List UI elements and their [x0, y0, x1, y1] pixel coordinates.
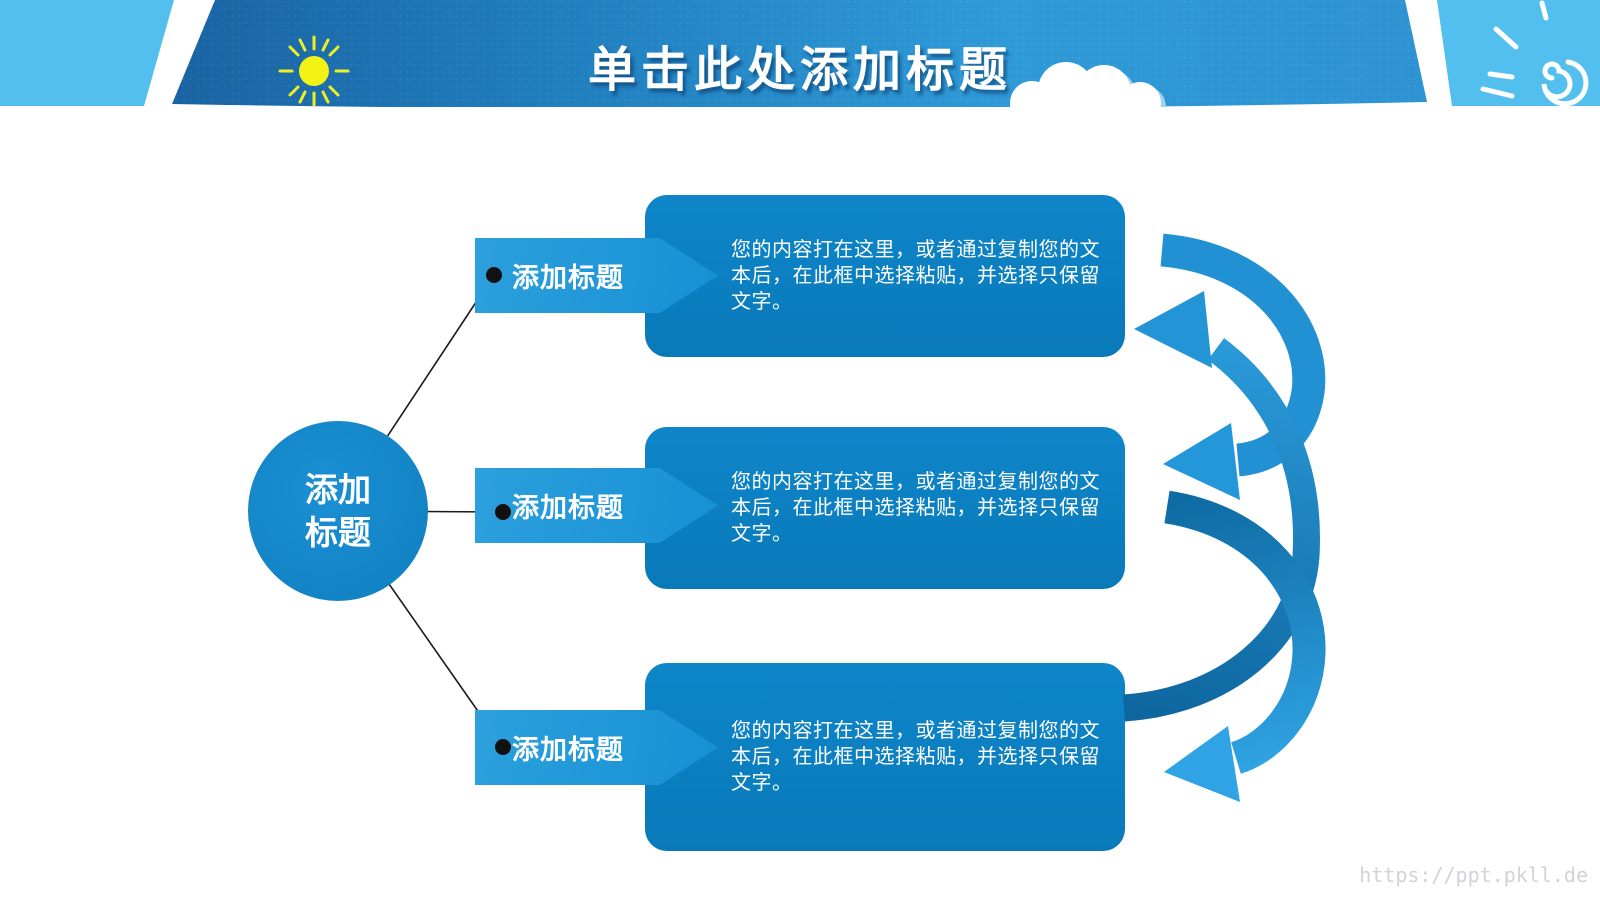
branch-label-2-text: 添加标题 [512, 493, 624, 523]
watermark-link[interactable]: https://ppt.pkll.de [1359, 863, 1588, 887]
curved-arrow-return-icon [1122, 291, 1321, 722]
content-box-3[interactable]: 您的内容打在这里，或者通过复制您的文本后，在此框中选择粘贴，并选择只保留文字。 [645, 663, 1125, 851]
center-circle[interactable]: 添加 标题 [248, 421, 428, 601]
branch-label-1[interactable]: 添加标题 [475, 238, 718, 313]
content-box-1[interactable]: 您的内容打在这里，或者通过复制您的文本后，在此框中选择粘贴，并选择只保留文字。 [645, 195, 1125, 357]
center-circle-line2: 标题 [305, 514, 371, 551]
branch-label-2[interactable]: 添加标题 [475, 468, 718, 543]
content-box-1-text: 您的内容打在这里，或者通过复制您的文本后，在此框中选择粘贴，并选择只保留文字。 [731, 239, 1100, 313]
center-circle-line1: 添加 [305, 471, 371, 508]
slide-title[interactable]: 单击此处添加标题 [587, 44, 1012, 97]
curved-arrow-bottom-icon [1164, 490, 1326, 802]
branch-label-3[interactable]: 添加标题 [475, 710, 718, 785]
curved-arrow-top-icon [1160, 233, 1326, 500]
content-box-2[interactable]: 您的内容打在这里，或者通过复制您的文本后，在此框中选择粘贴，并选择只保留文字。 [645, 427, 1125, 589]
content-box-2-text: 您的内容打在这里，或者通过复制您的文本后，在此框中选择粘贴，并选择只保留文字。 [731, 471, 1100, 545]
branch-label-3-text: 添加标题 [512, 735, 624, 765]
branch-label-1-text: 添加标题 [512, 263, 624, 293]
content-box-3-text: 您的内容打在这里，或者通过复制您的文本后，在此框中选择粘贴，并选择只保留文字。 [731, 720, 1100, 794]
